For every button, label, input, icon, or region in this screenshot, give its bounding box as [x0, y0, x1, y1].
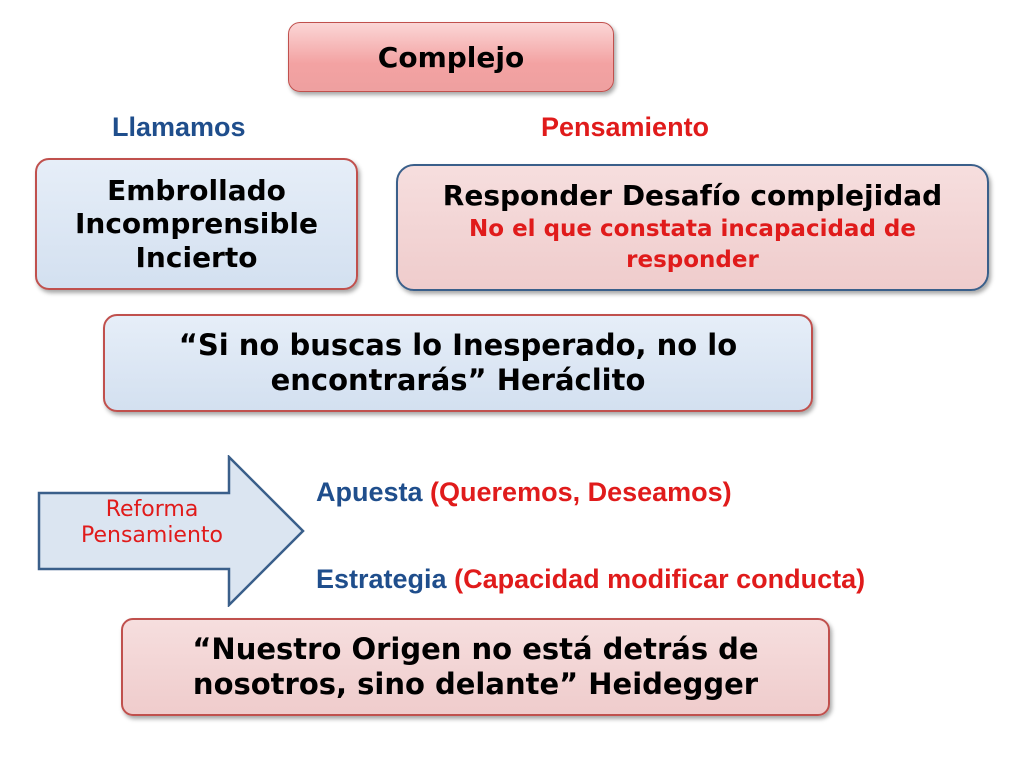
arrow-label: Reforma Pensamiento [77, 497, 227, 550]
left-box: Embrollado Incomprensible Incierto [35, 158, 358, 290]
heading-llamamos: Llamamos [112, 112, 246, 142]
arrow-label-line-2: Pensamiento [80, 523, 223, 549]
title-box: Complejo [288, 22, 614, 92]
title-text: Complejo [377, 40, 525, 74]
arrow-label-line-1: Reforma [105, 497, 199, 522]
quote-heraclito-line-1: “Si no buscas lo Inesperado, no lo [178, 328, 738, 363]
quote-heidegger-line-1: “Nuestro Origen no está detrás de [192, 632, 759, 667]
right-box-line-1: Responder Desafío complejidad [442, 179, 943, 213]
reforma-arrow: Reforma Pensamiento [37, 453, 305, 609]
quote-heidegger-box: “Nuestro Origen no está detrás de nosotr… [121, 618, 830, 716]
left-box-line-2: Incomprensible [74, 207, 319, 241]
estrategia-detail: (Capacidad modificar conducta) [454, 564, 866, 594]
quote-heraclito-box: “Si no buscas lo Inesperado, no lo encon… [103, 314, 813, 412]
statement-estrategia: Estrategia (Capacidad modificar conducta… [316, 564, 865, 595]
right-box-line-3: responder [626, 247, 759, 274]
left-box-line-3: Incierto [135, 240, 258, 274]
apuesta-label: Apuesta [316, 477, 423, 507]
quote-heraclito-line-2: encontrarás” Heráclito [270, 363, 646, 397]
right-box-line-2: No el que constata incapacidad de [469, 215, 916, 242]
heading-pensamiento: Pensamiento [541, 112, 710, 142]
apuesta-detail: (Queremos, Deseamos) [430, 477, 732, 507]
quote-heidegger-line-2: nosotros, sino delante” Heidegger [192, 667, 759, 701]
right-arrow-icon [37, 453, 305, 609]
left-box-line-1: Embrollado [107, 173, 286, 207]
right-box: Responder Desafío complejidad No el que … [396, 164, 989, 291]
estrategia-label: Estrategia [316, 564, 447, 594]
statement-apuesta: Apuesta (Queremos, Deseamos) [316, 477, 732, 508]
